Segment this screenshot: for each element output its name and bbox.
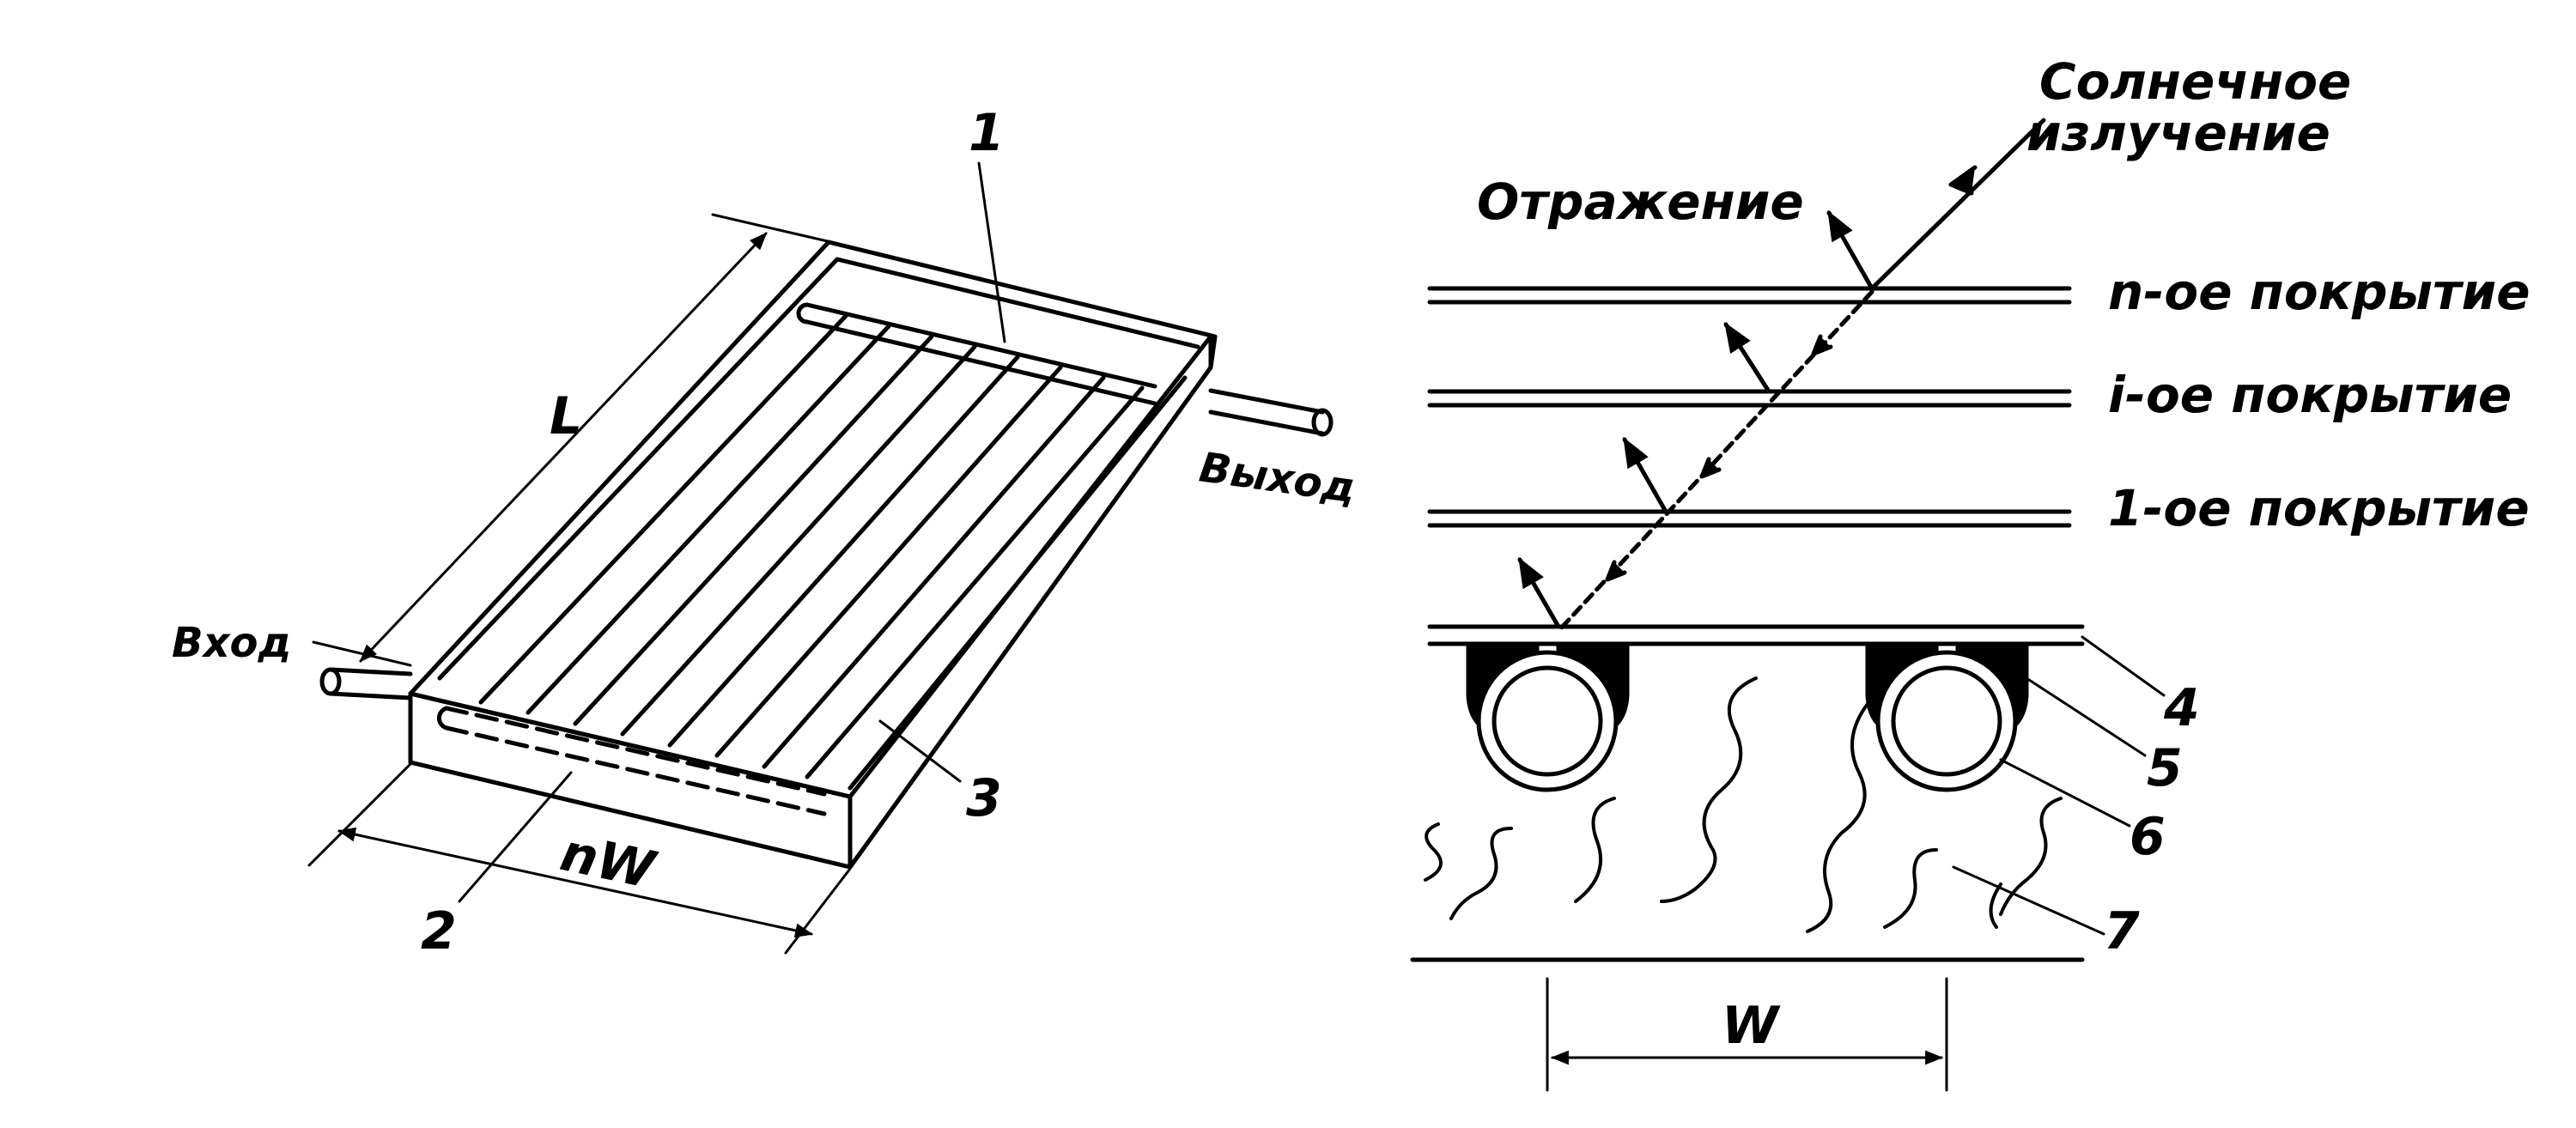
top-header-pipe [796, 302, 1157, 406]
cover-n [1427, 286, 2072, 305]
tube-right [1865, 641, 2029, 792]
length-label: L [550, 386, 582, 446]
width-label: nW [556, 822, 662, 901]
outlet-label: Выход [1196, 443, 1358, 512]
inlet-stub [319, 667, 413, 700]
solar-ray [1869, 118, 2046, 291]
leader-2 [458, 771, 573, 903]
collector-panel-drawing [307, 161, 1334, 955]
callout-2: 2 [421, 901, 457, 961]
solar-label-line2: излучение [2026, 104, 2330, 162]
callout-7: 7 [2104, 901, 2140, 961]
callout-4: 4 [2163, 678, 2200, 738]
cover-n-label: n-ое покрытие [2108, 263, 2530, 321]
insulation-squiggles [1424, 676, 2063, 933]
cover-1-label: 1-ое покрытие [2108, 479, 2530, 537]
outlet-stub [1208, 388, 1334, 437]
tube-left [1466, 641, 1630, 792]
leader-1 [977, 161, 1006, 343]
cover-i-label: i-ое покрытие [2108, 366, 2512, 424]
solar-label-line1: Солнечное [2039, 52, 2351, 111]
cover-i [1427, 389, 2072, 408]
length-dimension [312, 213, 833, 667]
panel-right-face [848, 334, 1213, 870]
right-leaders [1952, 635, 2166, 936]
cross-section-drawing [1410, 118, 2166, 1092]
reflection-arrow-1 [1622, 436, 1668, 514]
cover-1 [1427, 509, 2072, 528]
callout-5: 5 [2147, 738, 2183, 798]
leader-3 [878, 719, 962, 783]
spacing-dimension [1546, 977, 1948, 1092]
reflection-arrow-plate [1517, 556, 1561, 629]
reflection-arrow-i [1723, 322, 1771, 394]
spacing-label: W [1722, 996, 1781, 1056]
callout-6: 6 [2129, 807, 2166, 867]
callout-1: 1 [969, 103, 1005, 163]
reflection-label: Отражение [1477, 173, 1804, 231]
reflection-arrow-n [1826, 209, 1874, 291]
bottom-header-pipe [437, 706, 827, 816]
width-dimension [307, 762, 852, 955]
inlet-label: Вход [172, 619, 291, 667]
callout-3: 3 [966, 768, 1002, 828]
absorber-plate [1427, 624, 2085, 646]
